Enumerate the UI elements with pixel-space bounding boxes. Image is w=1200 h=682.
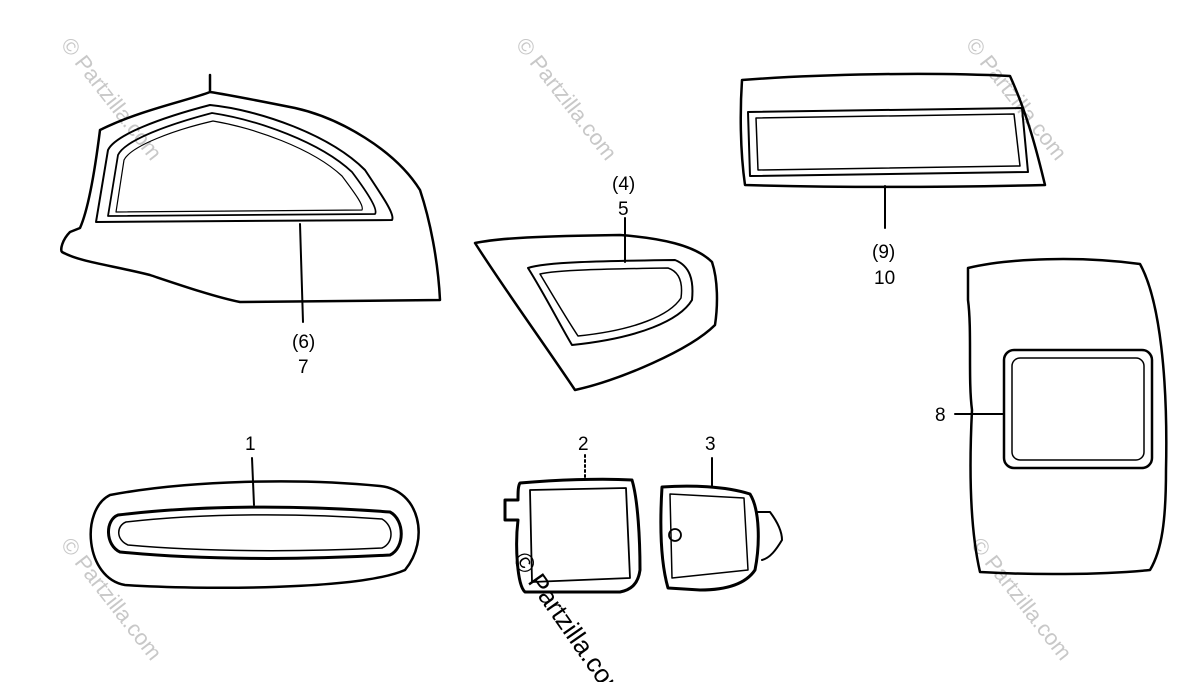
callout-label: 2: [578, 434, 589, 455]
callouts: (6) 7 (4) 5 (9) 10 8 1 2 3: [245, 174, 946, 455]
callout-label: (9): [872, 242, 895, 263]
part-9-10-top-panel: [739, 72, 1047, 229]
part-6-7-side-cover: [60, 73, 442, 323]
part-2-box-cover: [503, 454, 642, 594]
callout-label: 10: [874, 268, 895, 289]
callout-label: (6): [292, 332, 315, 353]
callout-label: (4): [612, 174, 635, 195]
part-3-cover-with-hole: [659, 457, 783, 592]
callout-label: 5: [618, 199, 629, 220]
callout-label: 3: [705, 434, 716, 455]
callout-label: 7: [298, 357, 309, 378]
part-4-5-small-cover: [473, 217, 719, 392]
watermark: © Partzilla.com: [511, 33, 622, 165]
part-8-rounded-panel: [954, 257, 1168, 576]
callout-label: 8: [935, 405, 946, 426]
watermark: © Partzilla.com: [56, 533, 167, 665]
watermark: © Partzilla.com: [966, 533, 1077, 665]
callout-label: 1: [245, 434, 256, 455]
watermark-center: © Partzilla.com: [507, 546, 632, 682]
part-1-oval-seal: [89, 457, 420, 590]
watermark-group: © Partzilla.com © Partzilla.com © Partzi…: [56, 33, 1077, 665]
watermark: © Partzilla.com: [961, 33, 1072, 165]
